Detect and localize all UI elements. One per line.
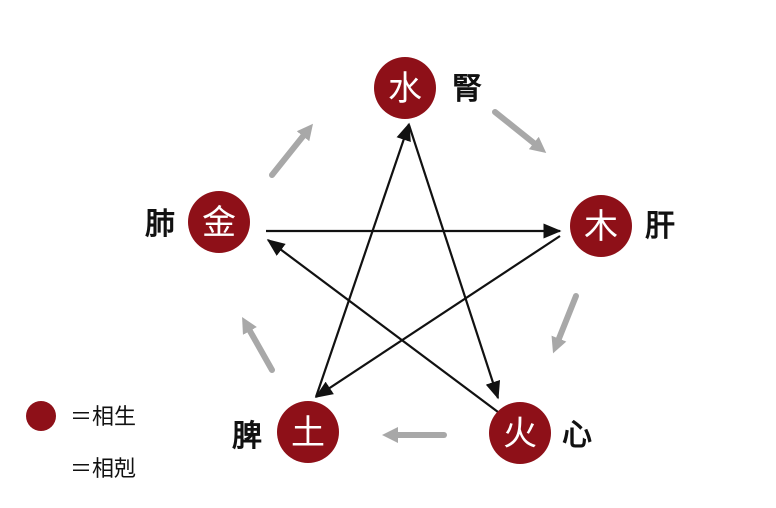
arrow-fire-to-metal xyxy=(266,239,499,413)
arrow-metal-to-water xyxy=(269,123,313,178)
node-fire-organ: 心 xyxy=(562,418,592,453)
node-metal-organ: 肺 xyxy=(145,207,175,242)
node-fire-circle xyxy=(489,402,551,464)
arrow-water-to-wood xyxy=(492,109,547,153)
node-metal: 金 肺 xyxy=(145,191,250,253)
legend: ＝相生 ＝相剋 xyxy=(26,401,136,482)
node-earth-circle xyxy=(277,401,339,463)
node-earth-element: 土 xyxy=(291,413,325,453)
node-water: 水 腎 xyxy=(374,57,482,119)
arrow-water-to-fire xyxy=(407,124,501,400)
generating-arrows xyxy=(242,109,579,443)
node-metal-element: 金 xyxy=(202,203,236,243)
node-earth: 土 脾 xyxy=(232,401,339,463)
node-water-element: 水 xyxy=(388,69,422,109)
arrow-earth-to-metal xyxy=(242,317,275,373)
node-water-circle xyxy=(374,57,436,119)
node-earth-organ: 脾 xyxy=(232,419,262,454)
node-wood-element: 木 xyxy=(584,207,618,247)
legend-generating-swatch xyxy=(26,401,56,431)
node-water-organ: 腎 xyxy=(452,72,482,107)
node-fire: 火 心 xyxy=(489,402,592,464)
node-wood-circle xyxy=(570,195,632,257)
controlling-arrows xyxy=(266,122,562,413)
node-wood-organ: 肝 xyxy=(645,209,675,244)
arrow-earth-to-water xyxy=(314,122,411,398)
node-metal-circle xyxy=(188,191,250,253)
legend-generating-label: ＝相生 xyxy=(70,405,136,430)
node-wood: 木 肝 xyxy=(570,195,675,257)
arrow-wood-to-fire xyxy=(551,293,579,354)
legend-controlling-label: ＝相剋 xyxy=(70,457,136,482)
arrow-wood-to-earth xyxy=(314,235,561,398)
node-fire-element: 火 xyxy=(503,414,537,454)
